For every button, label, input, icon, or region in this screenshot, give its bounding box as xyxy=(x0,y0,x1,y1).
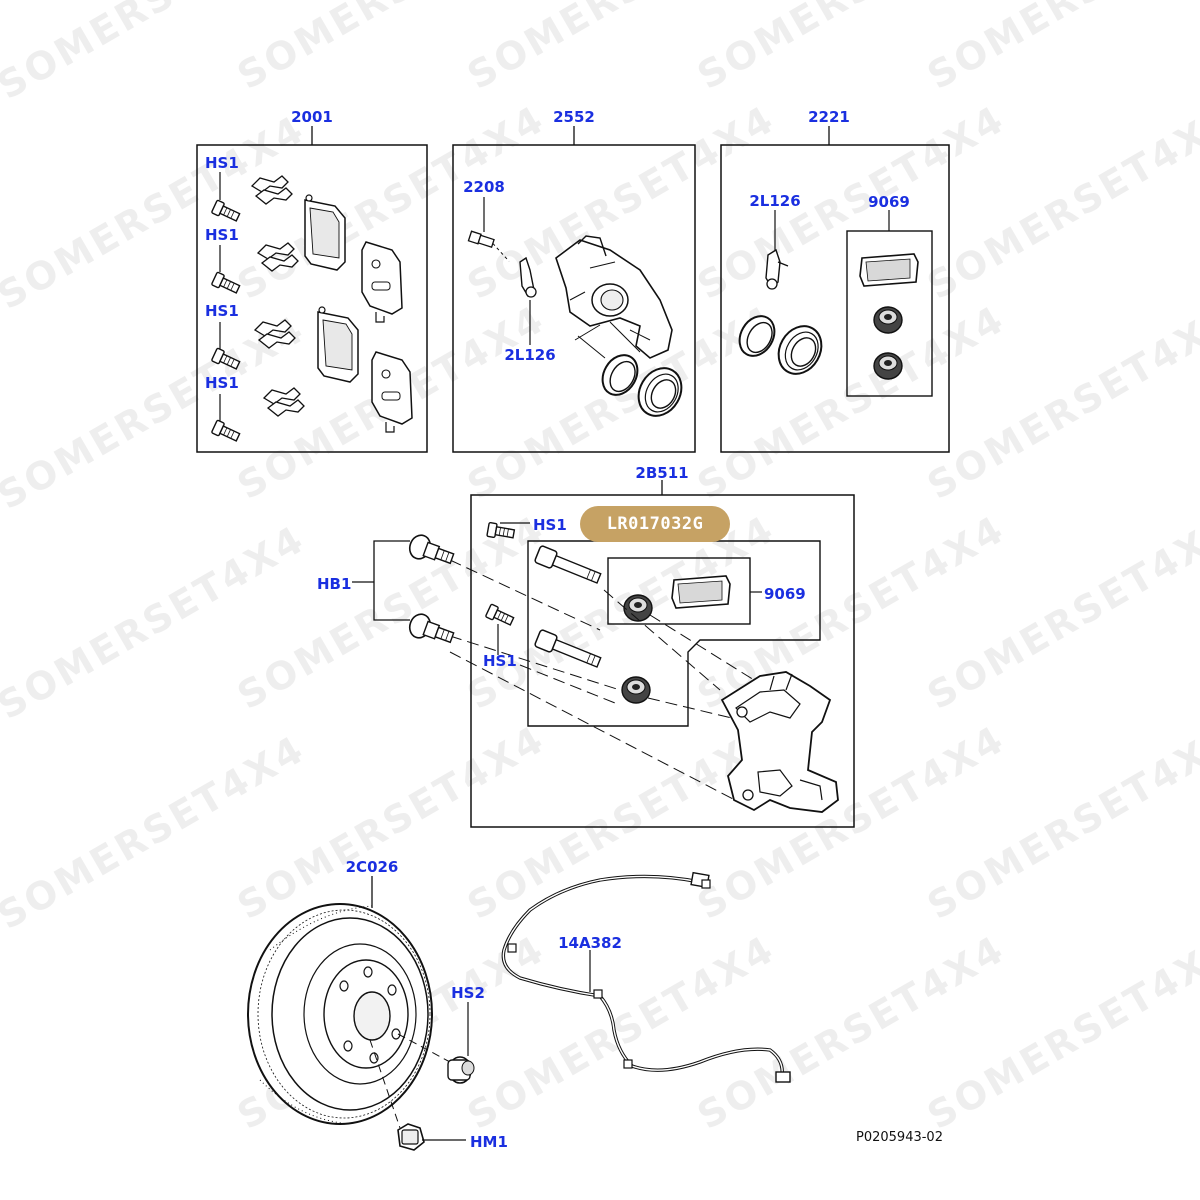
callout-2l126: 2L126 xyxy=(749,192,801,210)
hub-nut xyxy=(397,1123,466,1151)
figure-reference: P0205943-02 xyxy=(856,1130,943,1145)
callout-hs1: HS1 xyxy=(533,516,567,534)
callout-2b511: 2B511 xyxy=(635,464,689,482)
brake-disc xyxy=(247,876,451,1129)
panel-carrier xyxy=(449,480,855,828)
callout-hs1: HS1 xyxy=(483,652,517,670)
callout-hs1: HS1 xyxy=(205,154,239,172)
part-number-badge[interactable]: LR017032G xyxy=(580,506,730,542)
carrier-bolts xyxy=(352,531,457,650)
callout-2221: 2221 xyxy=(808,108,850,126)
callout-2208: 2208 xyxy=(463,178,505,196)
callout-2001: 2001 xyxy=(291,108,333,126)
callout-2552: 2552 xyxy=(553,108,595,126)
callout-hs2: HS2 xyxy=(451,984,485,1002)
callout-hs1: HS1 xyxy=(205,302,239,320)
callout-9069: 9069 xyxy=(764,585,806,603)
callout-9069: 9069 xyxy=(868,193,910,211)
panel-caliper xyxy=(452,126,696,453)
callout-2l126: 2L126 xyxy=(504,346,556,364)
panel-brake-pads xyxy=(196,126,428,453)
callout-hs1: HS1 xyxy=(205,226,239,244)
panel-seal-kit xyxy=(720,126,950,453)
callout-14a382: 14A382 xyxy=(558,934,622,952)
callout-hb1: HB1 xyxy=(317,575,352,593)
disc-screw xyxy=(447,1002,475,1084)
callout-hs1: HS1 xyxy=(205,374,239,392)
callout-hm1: HM1 xyxy=(470,1133,508,1151)
wear-sensor-harness xyxy=(501,871,791,1083)
callout-2c026: 2C026 xyxy=(345,858,399,876)
